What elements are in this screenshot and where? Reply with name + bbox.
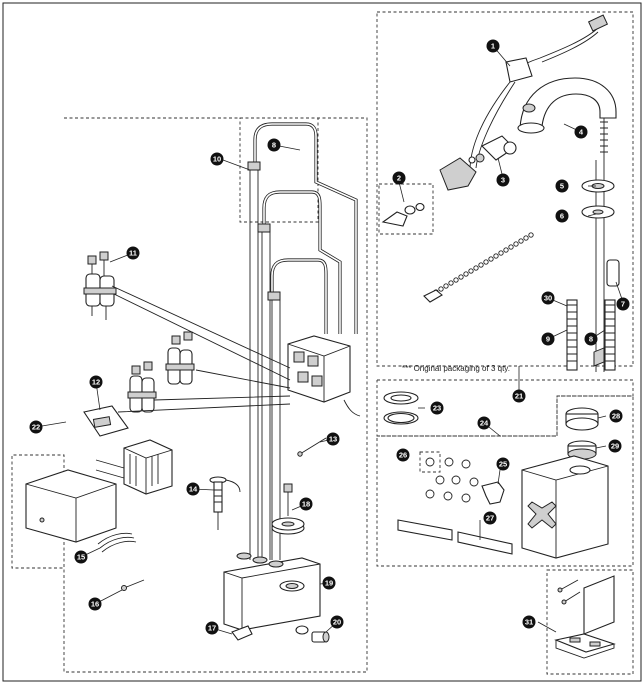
callout-7: 7 [616,297,630,311]
callout-2: 2 [392,171,406,185]
callout-29: 29 [608,439,622,453]
svg-text:27: 27 [486,514,494,523]
svg-text:14: 14 [189,485,198,494]
callout-28: 28 [609,409,623,423]
svg-text:15: 15 [77,553,85,562]
svg-text:17: 17 [208,624,216,633]
callout-17: 17 [205,621,219,635]
callout-1: 1 [486,39,500,53]
svg-text:19: 19 [325,579,333,588]
svg-text:24: 24 [480,419,489,428]
aerator-box [378,183,434,235]
svg-text:10: 10 [213,155,221,164]
callout-4: 4 [574,125,588,139]
soap-bottle [521,455,609,559]
callout-8-tube: 8 [267,138,281,152]
svg-text:30: 30 [544,294,552,303]
callout-10: 10 [210,152,224,166]
callout-13: 13 [326,432,340,446]
faucet-assembly-box [376,11,634,367]
svg-text:4: 4 [579,128,584,137]
svg-text:2: 2 [397,174,401,183]
bracket-box [546,569,634,675]
callout-8-faucet: 8 [584,332,598,346]
callout-26: 26 [396,448,410,462]
svg-text:16: 16 [91,600,99,609]
wall-bracket [554,347,616,659]
svg-text:23: 23 [433,404,441,413]
callout-27: 27 [483,511,497,525]
callout-22: 22 [29,420,43,434]
faucet-spout [519,77,617,129]
soap-kit-parts [397,407,609,559]
svg-text:6: 6 [560,212,564,221]
callout-9: 9 [541,332,555,346]
clip-box [419,451,441,473]
callout-14: 14 [186,482,200,496]
svg-text:21: 21 [515,392,523,401]
svg-text:20: 20 [333,618,341,627]
sensor-module [505,57,533,83]
callout-16: 16 [88,597,102,611]
dispenser-assembly [25,122,361,643]
washer-parts [383,391,419,425]
svg-text:22: 22 [32,423,40,432]
svg-text:9: 9 [546,335,550,344]
callout-3: 3 [496,173,510,187]
svg-text:1: 1 [491,42,495,51]
valve-body [439,157,477,191]
svg-text:5: 5 [560,182,564,191]
callout-15: 15 [74,550,88,564]
svg-text:3: 3 [501,176,505,185]
svg-text:28: 28 [612,412,620,421]
svg-text:25: 25 [499,460,507,469]
svg-text:8: 8 [589,335,593,344]
callout-12: 12 [89,375,103,389]
svg-text:29: 29 [611,442,619,451]
callout-18: 18 [299,497,313,511]
callout-30: 30 [541,291,555,305]
svg-text:12: 12 [92,378,100,387]
spacer [606,259,620,287]
svg-text:18: 18 [302,500,310,509]
callout-21: 21 [512,389,526,403]
packaging-note: *** Original packaging of 3 qty. [402,364,510,373]
group-boxes [11,11,634,675]
svg-text:13: 13 [329,435,337,444]
callout-25: 25 [496,457,510,471]
callout-24: 24 [477,416,491,430]
callout-11: 11 [126,246,140,260]
callout-6: 6 [555,209,569,223]
soap-kit-box [376,395,634,567]
callout-5: 5 [555,179,569,193]
callout-20: 20 [330,615,344,629]
leader-lines [35,45,624,635]
bead-chain [433,232,534,295]
svg-text:26: 26 [399,451,407,460]
svg-text:7: 7 [621,300,625,309]
svg-text:31: 31 [525,618,533,627]
callout-19: 19 [322,576,336,590]
callout-31: 31 [522,615,536,629]
callout-23: 23 [430,401,444,415]
faucet-assembly [381,14,620,372]
svg-text:11: 11 [129,249,137,258]
dispenser-tube-box [239,117,319,223]
svg-text:8: 8 [272,141,276,150]
soap-tank [223,552,321,631]
control-cover [25,469,117,543]
cable-connector [587,14,609,32]
